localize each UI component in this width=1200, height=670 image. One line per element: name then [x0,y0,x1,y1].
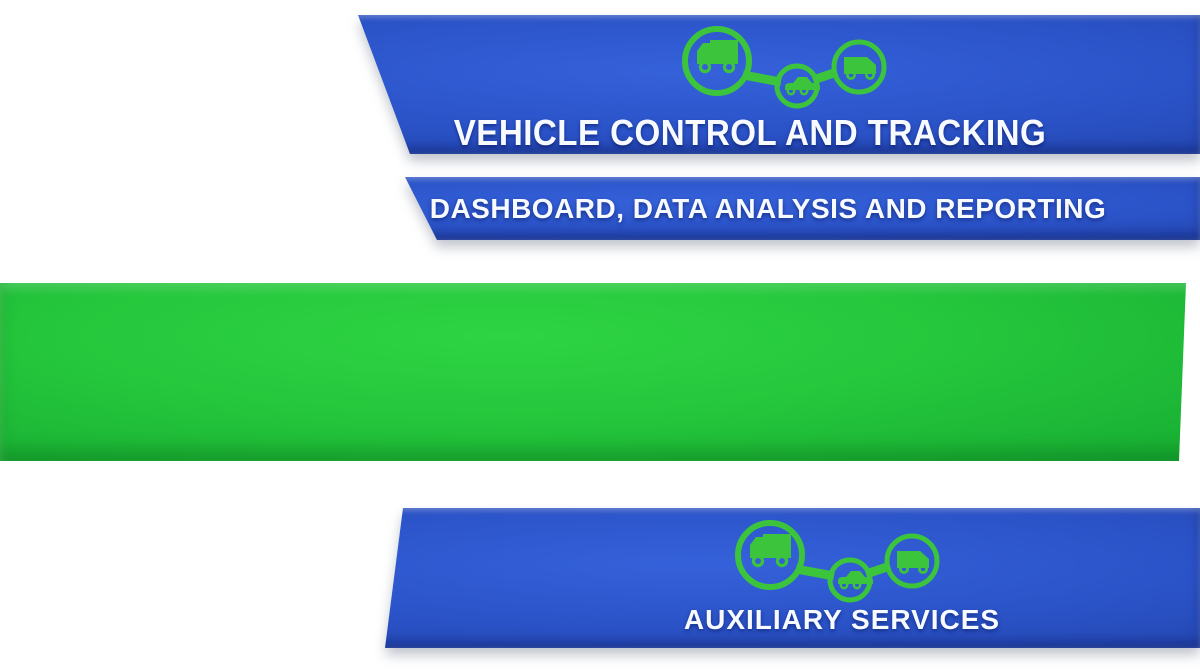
connector-line [864,561,892,579]
step-policy: POLICY Design of the vehicle fleet polic… [0,566,197,670]
car-circle [774,63,820,109]
step-subtitle: of the vehicles [780,654,912,670]
chevron-separator-icon [688,566,758,670]
vehicle-control-banner: VEHICLE CONTROL AND TRACKING [358,15,1200,154]
dashboard-title: DASHBOARD, DATA ANALYSIS AND REPORTING [429,193,1107,224]
auxiliary-services-title: AUXILIARY SERVICES [683,604,1001,635]
car-icon [785,77,820,96]
process-band-layer: POLICY Design of the vehicle fleet polic… [0,283,1186,461]
chevron-separator-icon [199,566,269,670]
dashboard-banner: DASHBOARD, DATA ANALYSIS AND REPORTING [405,177,1200,240]
step-decommissioning: DECOMMISSIONING of the vehicles [993,566,1197,670]
van-icon [897,551,929,575]
van-icon [844,57,876,81]
step-title: OPERATION [765,601,927,631]
truck-circle [682,26,752,96]
chevron-separator-icon [948,566,1018,670]
truck-circle [735,520,805,590]
step-subtitle: of the vehicles [1029,654,1161,670]
step-operation: OPERATION of the vehicles [741,566,951,670]
step-title: ACQUISITION [497,601,679,631]
truck-icon [697,40,738,74]
vehicle-icons-group [682,26,887,109]
van-circle [831,39,887,95]
process-band: POLICY Design of the vehicle fleet polic… [0,566,1200,670]
connector-line [742,70,782,87]
step-acquisition: ACQUISITION of the vehicles [483,566,693,670]
step-title: DECOMMISSIONING [993,604,1200,627]
step-title: POLICY [40,601,144,631]
truck-icon [750,534,791,568]
step-calculation: CALCULATION of the optimal number of veh… [232,566,442,670]
auxiliary-services-banner: AUXILIARY SERVICES [385,508,1200,648]
connector-line [811,67,839,85]
step-title: CALCULATION [238,601,436,631]
connector-line [795,564,835,581]
van-circle [884,533,940,589]
step-subtitle: of the vehicles [522,654,654,670]
vehicle-icons-group [735,520,940,603]
step-subtitle: of the optimal number of vehicles in the… [274,645,400,666]
car-circle [827,557,873,603]
car-icon [838,571,873,590]
chevron-separator-icon [443,566,513,670]
step-subtitle: Design of the vehicle fleet policy and s… [0,645,188,666]
vehicle-control-title: VEHICLE CONTROL AND TRACKING [453,112,1047,153]
